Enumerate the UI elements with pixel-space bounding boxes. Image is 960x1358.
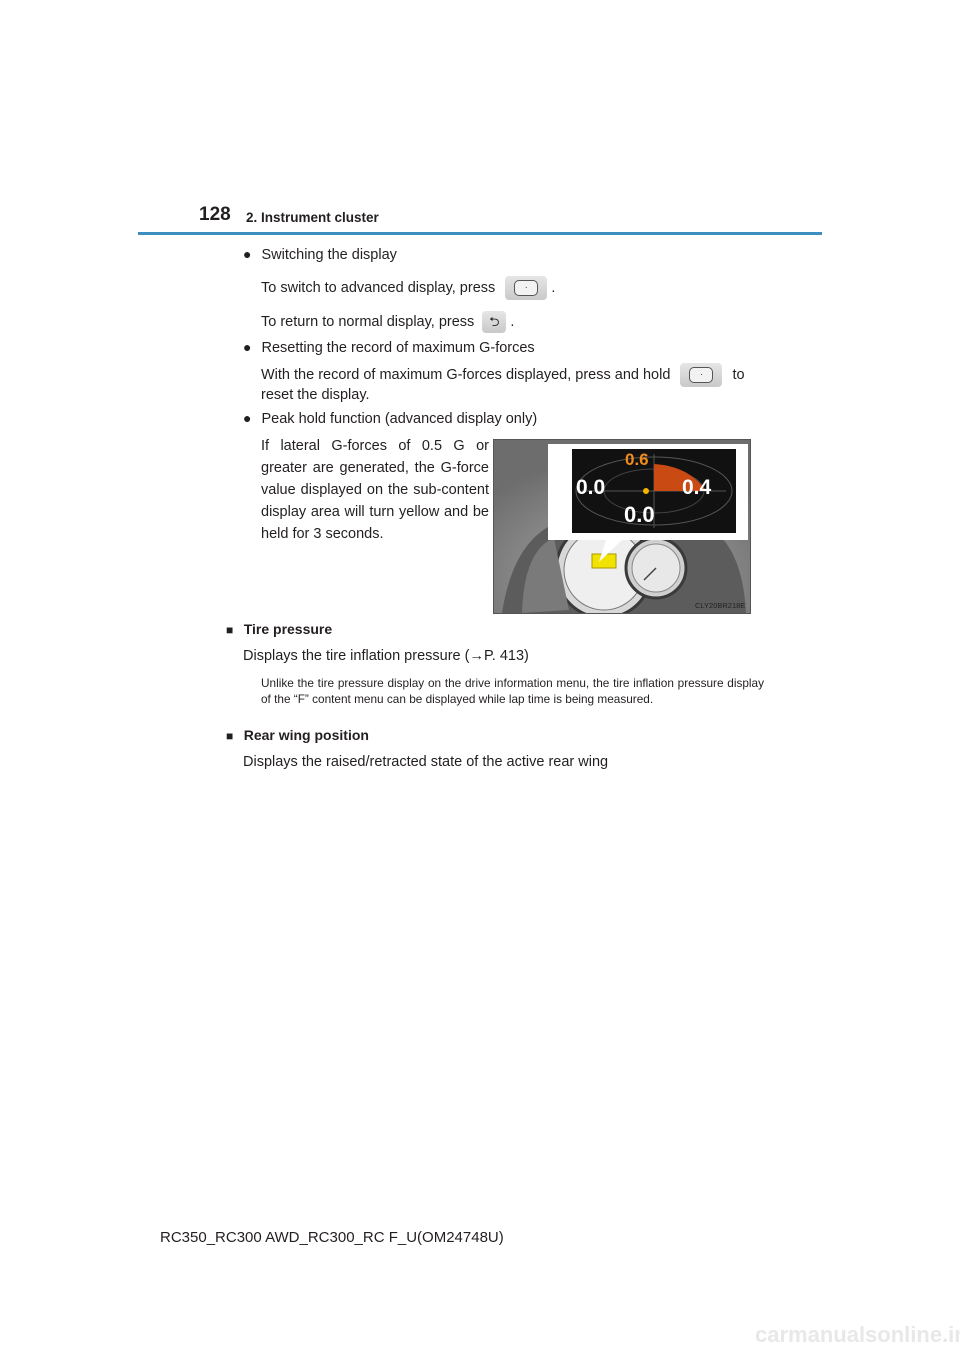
tire-pressure-heading-row: ■ Tire pressure xyxy=(226,621,332,639)
arrow-icon: → xyxy=(469,648,484,664)
switch-normal-text: To return to normal display, press xyxy=(261,313,475,330)
tire-pressure-text: Displays the tire inflation pressure (→P… xyxy=(243,646,529,666)
tire-pressure-heading: Tire pressure xyxy=(243,621,333,637)
bullet-title: Peak hold function (advanced display onl… xyxy=(261,411,538,427)
switch-advanced-text: To switch to advanced display, press xyxy=(261,279,496,296)
rear-wing-text: Displays the raised/retracted state of t… xyxy=(243,754,609,770)
g-force-top-value: 0.6 xyxy=(625,450,649,469)
bullet-title: Switching the display xyxy=(261,247,397,263)
bullet-icon: ● xyxy=(243,410,252,426)
reset-line: With the record of maximum G-forces disp… xyxy=(261,363,745,387)
reset-to-text: to xyxy=(732,366,745,383)
bullet-peak-hold: ● Peak hold function (advanced display o… xyxy=(243,408,537,429)
tire-pressure-page-ref[interactable]: P. 413) xyxy=(483,648,529,664)
g-force-right-value: 0.4 xyxy=(682,476,712,499)
peak-hold-paragraph: If lateral G-forces of 0.5 G or greater … xyxy=(261,438,489,542)
reset-text: With the record of maximum G-forces disp… xyxy=(261,366,671,383)
switch-normal-line: To return to normal display, press ⮌ . xyxy=(261,311,514,333)
g-force-bottom-value: 0.0 xyxy=(624,502,655,527)
rear-wing-heading: Rear wing position xyxy=(243,727,369,743)
footer-model-code: RC350_RC300 AWD_RC300_RC F_U(OM24748U) xyxy=(160,1229,504,1246)
header-rule xyxy=(138,232,822,235)
g-force-left-value: 0.0 xyxy=(576,476,606,499)
display-button-icon: · xyxy=(680,363,723,387)
square-bullet-icon: ■ xyxy=(226,623,234,637)
tire-pressure-note: Unlike the tire pressure display on the … xyxy=(261,676,764,706)
switch-advanced-period: . xyxy=(551,279,556,296)
bullet-icon: ● xyxy=(243,246,252,262)
square-bullet-icon: ■ xyxy=(226,729,234,743)
return-button-icon: ⮌ xyxy=(482,311,507,333)
bullet-resetting: ● Resetting the record of maximum G-forc… xyxy=(243,337,535,358)
instrument-cluster-illustration xyxy=(494,440,750,613)
tire-pressure-text-main: Displays the tire inflation pressure ( xyxy=(243,648,470,664)
switch-normal-period: . xyxy=(510,313,515,330)
display-button-icon: · xyxy=(505,276,548,300)
page-number: 128 xyxy=(199,204,231,225)
rear-wing-heading-row: ■ Rear wing position xyxy=(226,727,369,745)
g-force-figure: 0.6 0.0 0.4 0.0 CLY20BR218E xyxy=(493,439,751,614)
section-title: 2. Instrument cluster xyxy=(246,210,379,225)
bullet-icon: ● xyxy=(243,339,252,355)
bullet-switching: ● Switching the display xyxy=(243,244,397,265)
figure-code: CLY20BR218E xyxy=(695,601,746,610)
watermark: carmanualsonline.info xyxy=(755,1322,960,1347)
reset-line-2: reset the display. xyxy=(261,387,370,403)
bullet-title: Resetting the record of maximum G-forces xyxy=(261,340,535,356)
switch-advanced-line: To switch to advanced display, press · . xyxy=(261,276,555,300)
